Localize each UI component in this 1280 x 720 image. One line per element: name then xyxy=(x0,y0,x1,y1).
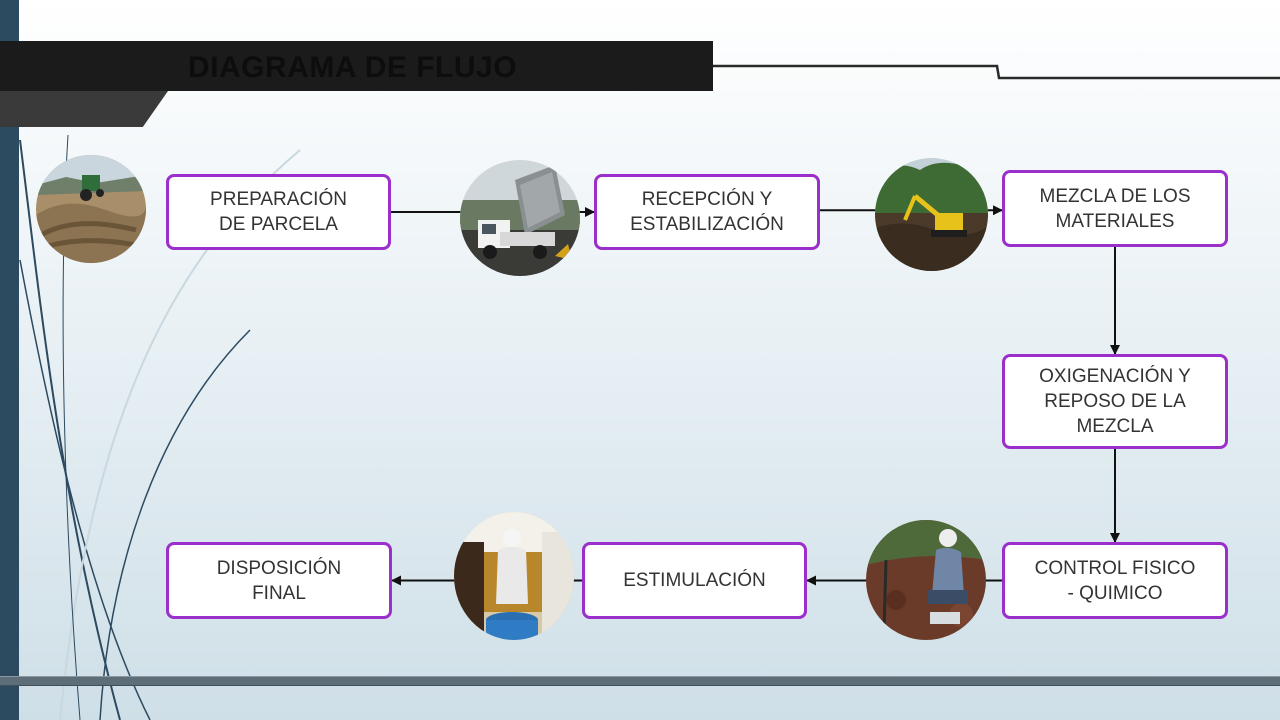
step-recepcion-box: RECEPCIÓN Y ESTABILIZACIÓN xyxy=(594,174,820,250)
title-bar xyxy=(0,41,713,91)
excavator-photo xyxy=(875,158,988,271)
bottom-bar xyxy=(0,676,1280,686)
left-accent-bar xyxy=(0,0,19,720)
step-preparacion-label: PREPARACIÓN DE PARCELA xyxy=(210,189,347,235)
title-bar-tab xyxy=(0,91,168,127)
step-preparacion-box: PREPARACIÓN DE PARCELA xyxy=(166,174,391,250)
step-control-box: CONTROL FISICO - QUIMICO xyxy=(1002,542,1228,619)
step-mezcla-box: MEZCLA DE LOS MATERIALES xyxy=(1002,170,1228,247)
page-title: DIAGRAMA DE FLUJO xyxy=(188,51,518,84)
step-control-label: CONTROL FISICO - QUIMICO xyxy=(1034,557,1196,604)
worker-bucket-photo xyxy=(454,512,574,640)
step-estimulacion-label: ESTIMULACIÓN xyxy=(623,570,766,591)
step-recepcion-label: RECEPCIÓN Y ESTABILIZACIÓN xyxy=(630,189,784,235)
tractor-field-photo xyxy=(36,155,146,263)
soil-sampling-photo xyxy=(866,520,986,640)
step-disposicion-label: DISPOSICIÓN FINAL xyxy=(216,557,342,604)
step-estimulacion-box: ESTIMULACIÓN xyxy=(582,542,807,619)
step-mezcla-label: MEZCLA DE LOS MATERIALES xyxy=(1039,185,1191,232)
step-oxigenacion-label: OXIGENACIÓN Y REPOSO DE LA MEZCLA xyxy=(1039,366,1191,437)
dump-truck-photo xyxy=(460,160,580,276)
step-oxigenacion-box: OXIGENACIÓN Y REPOSO DE LA MEZCLA xyxy=(1002,354,1228,449)
step-disposicion-box: DISPOSICIÓN FINAL xyxy=(166,542,392,619)
